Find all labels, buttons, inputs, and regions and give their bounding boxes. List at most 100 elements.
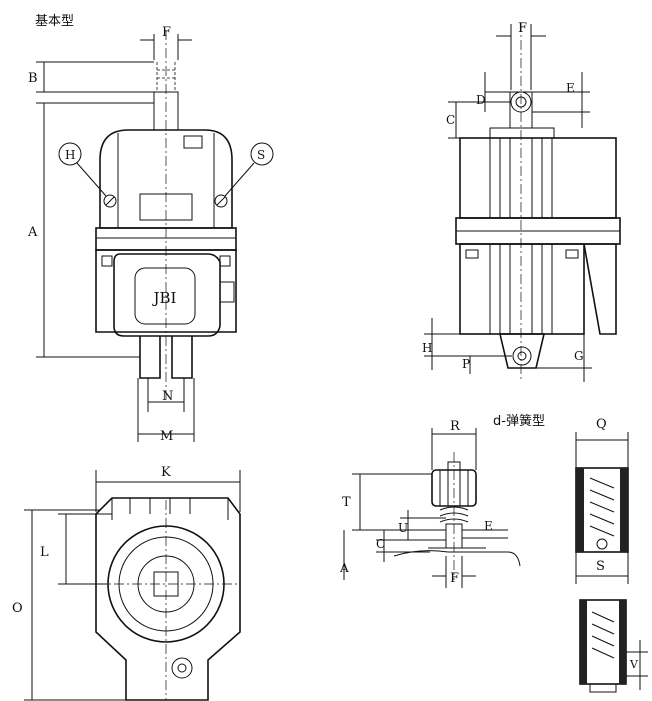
spring-coils-upper — [589, 477, 615, 537]
callout-h-circle — [58, 142, 82, 166]
side-dim-h-label: H — [422, 341, 432, 355]
spring-dim-u-lines — [400, 510, 446, 540]
callout-s-circle — [250, 142, 274, 166]
side-dim-p-lines — [469, 355, 512, 374]
rod-travel — [156, 62, 176, 92]
spring-dim-f-lines — [432, 556, 476, 588]
screw-h-slot — [105, 196, 115, 206]
spring-box-lower-wall-r — [619, 600, 626, 684]
spring-box-upper-wall-r — [620, 468, 628, 552]
side-dim-d-label: D — [476, 93, 486, 107]
lower-housing — [95, 249, 237, 333]
side-dim-g-lines — [536, 334, 592, 382]
side-dim-c-label: C — [446, 113, 455, 127]
side-dim-d-lines — [484, 72, 510, 112]
side-plug — [219, 281, 235, 303]
dim-b-label: B — [28, 71, 38, 86]
housing-ribs — [117, 133, 215, 228]
bolt-left — [101, 255, 113, 267]
side-bolt-l — [465, 249, 479, 259]
dim-n-lines — [147, 378, 185, 412]
caption-spring-type: d-弹簧型 — [493, 414, 545, 429]
nameplate-text: JBI — [152, 289, 177, 307]
dim-l-lines — [58, 513, 112, 585]
caption-basic-type: 基本型 — [35, 14, 75, 29]
callout-s-leader — [224, 162, 255, 197]
top-lower-boss — [171, 657, 193, 679]
spring-dim-q-lines — [575, 432, 629, 468]
screw-s-slot — [216, 196, 226, 206]
side-fins-lower — [489, 244, 553, 334]
spring-base — [393, 547, 521, 567]
nameplate-frame — [134, 267, 196, 325]
spring-dim-r-lines — [431, 428, 477, 470]
side-bolt-r — [565, 249, 579, 259]
bottom-lug — [498, 333, 546, 369]
side-dim-e-label: E — [566, 81, 575, 95]
spring-cap-grooves — [439, 470, 469, 506]
spring-dim-s-label: S — [596, 559, 605, 574]
spring-dim-s-lines — [575, 552, 629, 584]
side-dim-f-lines — [496, 24, 546, 90]
side-dim-c-lines — [448, 101, 510, 139]
dim-a-label: A — [27, 225, 38, 240]
callout-h-label: H — [65, 148, 75, 162]
spring-side-view: Q S V — [575, 417, 648, 693]
spring-dim-t-label: T — [342, 495, 351, 510]
screw-s — [214, 194, 228, 208]
spring-box-lower-wall-l — [580, 600, 587, 684]
side-dim-e-lines — [532, 72, 590, 128]
spring-dim-q-label: Q — [596, 417, 607, 432]
top-lower-hole — [177, 663, 187, 673]
spring-dim-r-label: R — [450, 419, 461, 434]
side-upper-body — [459, 137, 617, 219]
top-fitting — [183, 135, 203, 149]
side-view: F E D C H P G — [422, 21, 621, 382]
dim-f-label: F — [162, 25, 171, 40]
spring-dim-c-lines — [376, 530, 446, 562]
side-dim-g-label: G — [574, 349, 584, 363]
dim-m-label: M — [160, 429, 173, 444]
upper-housing — [99, 129, 233, 229]
dim-k-label: K — [161, 465, 171, 480]
gear-box — [113, 253, 221, 337]
spring-lower-foot — [589, 683, 617, 693]
top-view: K L O — [12, 465, 241, 701]
spring-dim-t-lines — [352, 473, 446, 531]
top-cap — [489, 127, 555, 139]
callout-s-label: S — [257, 148, 265, 162]
side-dim-p-label: P — [462, 357, 470, 371]
top-housing — [95, 497, 241, 701]
spring-dim-f-label: F — [450, 571, 459, 586]
screw-h — [103, 194, 117, 208]
callout-h-leader — [76, 162, 107, 197]
bolt-right — [219, 255, 231, 267]
spring-coils-lower — [591, 611, 615, 659]
spring-detail: R T U E C A F — [339, 419, 521, 588]
dim-f-lines — [140, 34, 192, 60]
dim-m-lines — [137, 378, 195, 442]
dim-o-label: O — [12, 601, 23, 616]
top-center-lines — [96, 500, 240, 700]
spring-dim-e-lines — [462, 529, 508, 539]
spring-dim-a-label: A — [339, 561, 349, 575]
bottom-eye — [512, 346, 532, 366]
front-view: JBI F B A H S N — [27, 25, 274, 444]
spring-dim-c-label: C — [376, 537, 385, 551]
side-terminal-box — [583, 243, 617, 335]
dim-k-lines — [95, 470, 241, 512]
spring-dim-v-lines — [626, 640, 648, 690]
dim-l-label: L — [40, 545, 49, 560]
dim-o-lines — [24, 509, 126, 701]
top-fins — [111, 498, 229, 520]
bottom-eye-hole — [517, 351, 527, 361]
side-dim-f-label: F — [518, 21, 527, 36]
spring-pin-upper — [596, 538, 608, 550]
dim-a-lines — [36, 102, 154, 358]
dim-b-lines — [36, 61, 154, 93]
side-fins-upper — [489, 138, 553, 218]
spring-dim-e-label: E — [484, 519, 493, 533]
spring-dim-v-label: V — [629, 658, 639, 671]
